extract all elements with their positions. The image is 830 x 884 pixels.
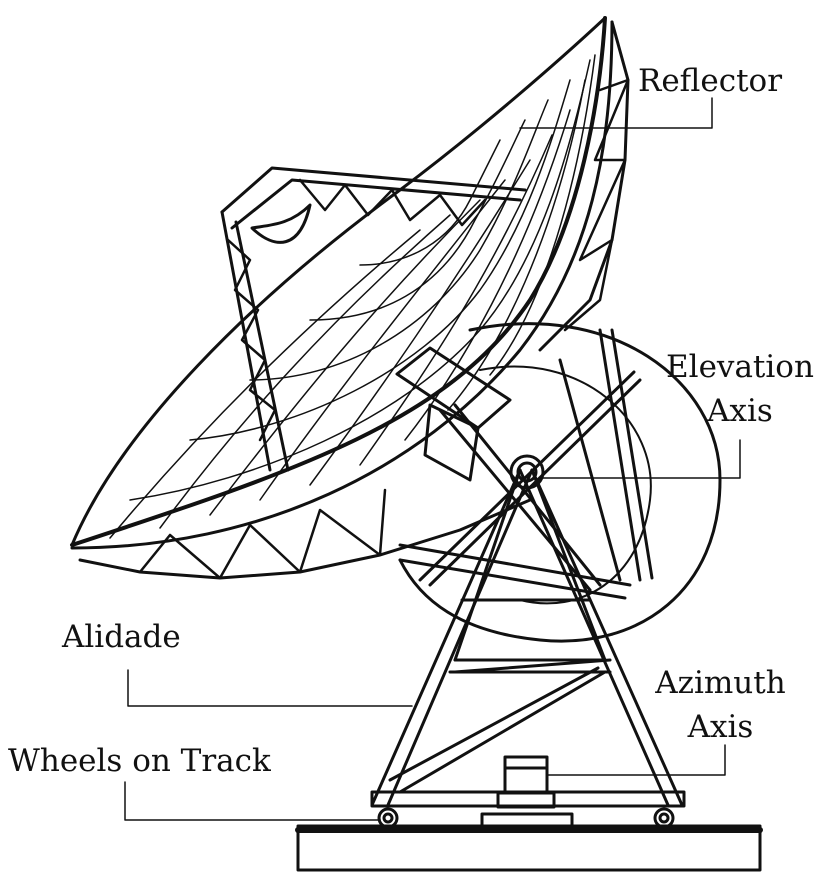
label-azimuth-line1: Azimuth (655, 665, 786, 701)
label-elevation-line1: Elevation (666, 349, 814, 385)
feed-support (220, 166, 527, 472)
reflector-dish (70, 16, 630, 580)
back-structure (398, 328, 654, 600)
label-wheels-on-track: Wheels on Track (8, 743, 271, 779)
leader-lines (124, 97, 741, 821)
wheels (377, 807, 675, 829)
label-azimuth-line2: Axis (687, 709, 754, 745)
elevation-hub (509, 454, 545, 490)
label-elevation-line2: Axis (707, 393, 773, 429)
label-reflector: Reflector (638, 63, 783, 99)
label-alidade: Alidade (62, 619, 181, 655)
alidade-structure (370, 468, 686, 808)
track-base (295, 824, 763, 872)
